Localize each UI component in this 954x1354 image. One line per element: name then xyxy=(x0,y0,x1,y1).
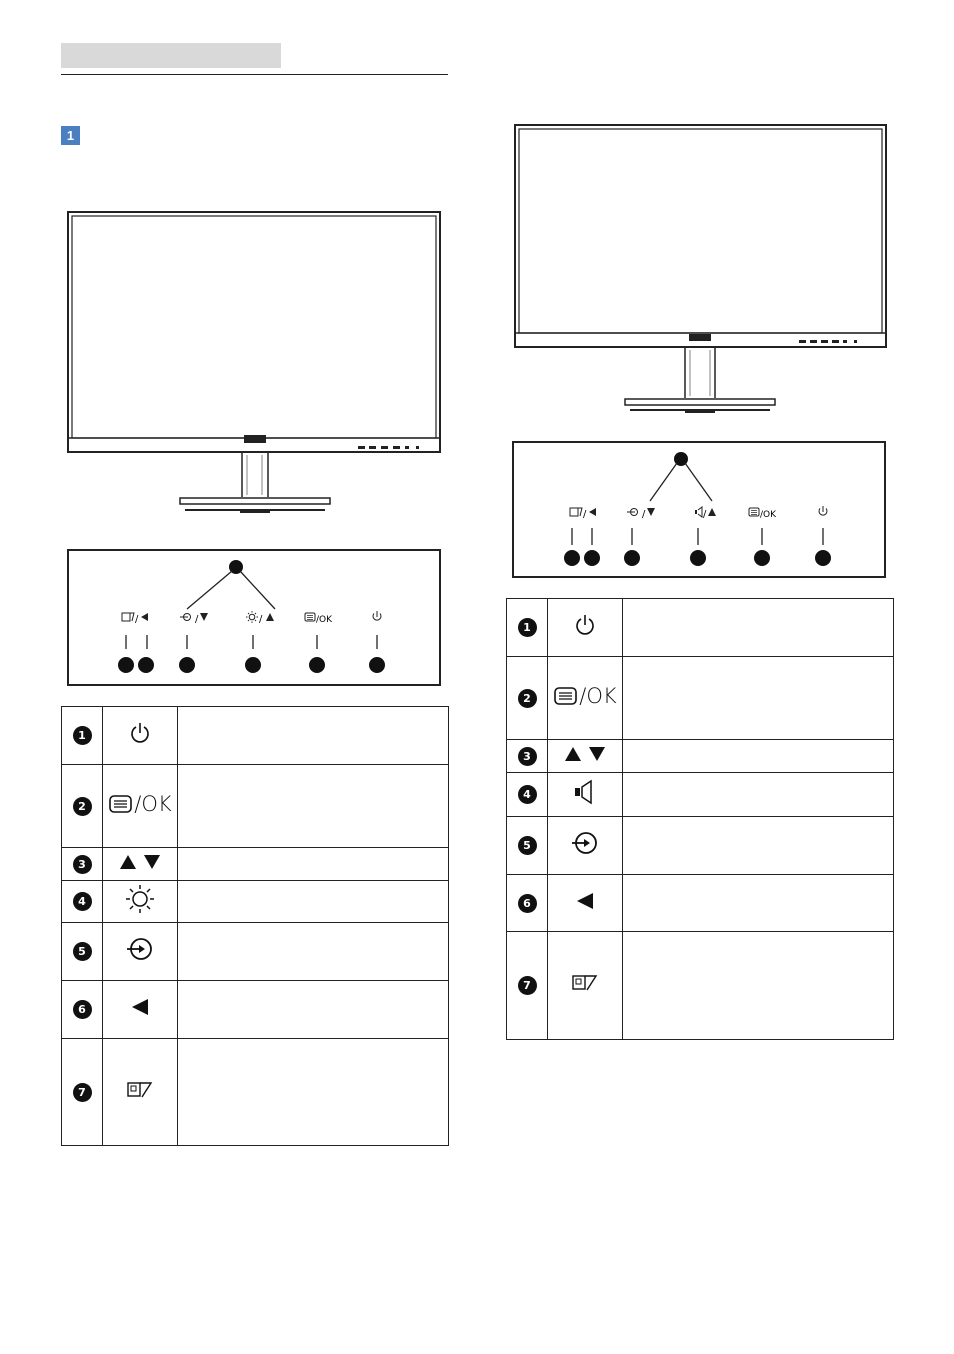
slash-label: / xyxy=(642,509,646,520)
menu-icon xyxy=(748,507,760,517)
row-number: 7 xyxy=(72,1082,92,1102)
row-number: 1 xyxy=(72,726,92,745)
power-icon xyxy=(372,611,382,621)
ok-label: /OK xyxy=(760,510,777,520)
input-icon xyxy=(127,938,152,960)
menu-icon xyxy=(304,612,316,622)
table-row: 1 xyxy=(506,598,894,657)
row-number: 5 xyxy=(517,836,537,855)
section-number-badge: 1 xyxy=(61,126,80,145)
power-icon xyxy=(576,615,594,635)
menu-icon xyxy=(554,687,578,705)
row-number: 5 xyxy=(72,942,92,961)
bezel-buttons xyxy=(799,340,857,343)
slash-label: / xyxy=(135,614,139,625)
row-number: 6 xyxy=(72,1000,92,1019)
table-row: 1 xyxy=(61,706,449,765)
left-control-panel: / / / /OK xyxy=(67,549,441,686)
row-number: 7 xyxy=(517,976,537,995)
ok-label: /OK xyxy=(134,792,172,816)
brightness-icon xyxy=(246,611,258,623)
table-row: 7 xyxy=(61,1038,449,1146)
power-icon xyxy=(131,723,149,743)
up-down-arrows-icon xyxy=(565,746,605,761)
input-icon xyxy=(627,508,638,516)
ok-label: /OK xyxy=(316,615,333,625)
table-row: 4 xyxy=(506,772,894,817)
row-number: 6 xyxy=(517,893,537,913)
table-row: 5 xyxy=(61,922,449,981)
right-monitor-illustration xyxy=(514,124,887,413)
row-number: 4 xyxy=(517,785,537,804)
right-button-legend: 1 2 /OK 3 4 5 xyxy=(506,598,894,1040)
slash-label: / xyxy=(703,509,707,520)
left-arrow-icon xyxy=(132,999,148,1015)
table-row: 4 xyxy=(61,880,449,923)
table-row: 2 /OK xyxy=(61,764,449,848)
left-monitor-illustration xyxy=(67,211,441,513)
table-row: 6 xyxy=(61,980,449,1039)
table-row: 2 /OK xyxy=(506,656,894,740)
smartimage-icon xyxy=(127,1081,153,1097)
row-number: 3 xyxy=(517,746,537,766)
slash-label: / xyxy=(259,614,263,625)
table-row: 3 xyxy=(61,847,449,881)
menu-icon xyxy=(109,795,133,813)
bezel-buttons xyxy=(358,446,419,449)
row-number: 4 xyxy=(72,892,92,911)
brightness-icon xyxy=(126,885,154,913)
slash-label: / xyxy=(583,509,587,520)
left-button-legend: 1 2 /OK 3 4 5 xyxy=(61,706,449,1146)
brand-logo xyxy=(244,435,266,443)
row-number: 3 xyxy=(72,854,92,874)
table-row: 7 xyxy=(506,931,894,1040)
ok-label: /OK xyxy=(579,684,617,708)
smartimage-icon xyxy=(569,507,583,517)
left-arrow-icon xyxy=(141,613,148,621)
table-row: 6 xyxy=(506,874,894,932)
up-down-arrows-icon xyxy=(120,854,160,869)
speaker-icon xyxy=(695,506,703,518)
down-arrow-icon xyxy=(647,508,655,516)
speaker-icon xyxy=(575,779,592,805)
row-number: 2 xyxy=(517,688,537,708)
smartimage-icon xyxy=(121,612,135,622)
header-rule xyxy=(61,74,448,75)
row-number: 1 xyxy=(517,618,537,637)
up-arrow-icon xyxy=(708,508,716,516)
down-arrow-icon xyxy=(200,613,208,621)
right-control-panel: / / / /OK xyxy=(512,441,886,578)
table-row: 3 xyxy=(506,739,894,773)
smartimage-icon xyxy=(572,975,598,991)
power-icon xyxy=(818,506,828,516)
up-arrow-icon xyxy=(266,613,274,621)
row-number: 2 xyxy=(72,796,92,816)
table-row: 5 xyxy=(506,816,894,875)
section-header-bar xyxy=(61,43,281,68)
brand-logo xyxy=(689,334,711,341)
input-icon xyxy=(572,832,597,854)
input-icon xyxy=(180,613,191,621)
left-arrow-icon xyxy=(577,892,593,909)
slash-label: / xyxy=(195,614,199,625)
left-arrow-icon xyxy=(589,508,596,516)
